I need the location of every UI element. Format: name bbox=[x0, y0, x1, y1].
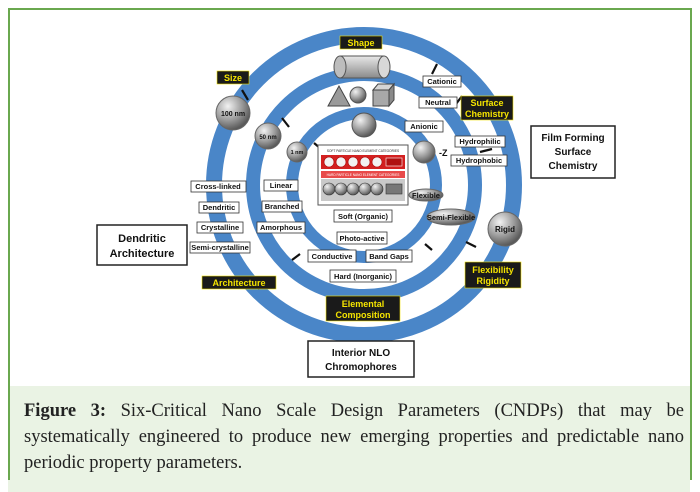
dendritic-architecture-box bbox=[96, 224, 188, 266]
film-forming-line2: Surface bbox=[555, 147, 592, 158]
film-forming-line1: Film Forming bbox=[541, 133, 604, 144]
surface-label: Hydrophobic bbox=[456, 156, 502, 165]
architecture-labels: Cross-linked Dendritic Crystalline Semi-… bbox=[189, 179, 306, 254]
size-label-50nm: 50 nm bbox=[259, 135, 276, 141]
surface-labels: Cationic Neutral Anionic Hydrophilic Hyd… bbox=[404, 75, 508, 167]
architecture-tag-label: Architecture bbox=[212, 278, 265, 288]
rigid-label: Rigid bbox=[495, 225, 515, 234]
architecture-label: Semi-crystalline bbox=[191, 243, 249, 252]
flexibility-tag-line2: Rigidity bbox=[477, 276, 510, 286]
pyramid-shape-icon bbox=[327, 84, 351, 107]
cylinder-shape-icon bbox=[333, 55, 391, 79]
inner-sphere-icon bbox=[351, 112, 377, 138]
figure-caption-text: Six-Critical Nano Scale Design Parameter… bbox=[24, 401, 684, 473]
z-label: -Z bbox=[439, 148, 448, 158]
film-forming-box bbox=[530, 125, 616, 179]
architecture-label: Crystalline bbox=[201, 223, 239, 232]
surface-chemistry-tag bbox=[460, 95, 514, 121]
caption-background bbox=[8, 386, 690, 492]
sphere-1nm-icon bbox=[286, 141, 308, 163]
architecture-label: Amorphous bbox=[260, 223, 302, 232]
surface-label: Cationic bbox=[427, 77, 457, 86]
rigid-sphere-icon bbox=[487, 211, 523, 247]
surface-chemistry-tag-line1: Surface bbox=[470, 98, 503, 108]
cube-shape-icon bbox=[371, 82, 396, 108]
flexibility-tag bbox=[464, 261, 522, 289]
elemental-composition-tag-line1: Elemental bbox=[342, 299, 385, 309]
elemental-composition-tag-line2: Composition bbox=[336, 310, 391, 320]
size-label-1nm: 1 nm bbox=[291, 150, 304, 156]
sphere-shape-icon bbox=[349, 86, 367, 104]
size-tag bbox=[216, 70, 250, 85]
film-forming-line3: Chemistry bbox=[549, 161, 598, 172]
architecture-label: Branched bbox=[265, 202, 300, 211]
architecture-tag bbox=[201, 275, 277, 290]
elemental-composition-tag bbox=[325, 295, 401, 322]
figure-label: Figure 3: bbox=[24, 401, 107, 421]
shape-tag bbox=[339, 35, 383, 50]
semi-flexible-label: Semi-Flexible bbox=[427, 213, 475, 222]
composition-label: Band Gaps bbox=[369, 252, 409, 261]
architecture-label: Dendritic bbox=[203, 203, 236, 212]
flexibility-tag-line1: Flexibility bbox=[472, 265, 514, 275]
charged-sphere-icon bbox=[412, 140, 436, 164]
architecture-label: Linear bbox=[270, 181, 293, 190]
nano-element-panel: SOFT PARTICLE NANO ELEMENT CATEGORIES HA… bbox=[317, 144, 409, 206]
dendritic-architecture-line2: Architecture bbox=[110, 248, 175, 260]
interior-nlo-line1: Interior NLO bbox=[332, 348, 391, 359]
soft-panel-title: SOFT PARTICLE NANO ELEMENT CATEGORIES bbox=[327, 149, 399, 153]
composition-labels: Soft (Organic) Photo-active Conductive B… bbox=[307, 209, 413, 283]
size-tag-label: Size bbox=[224, 73, 242, 83]
sphere-100nm-icon bbox=[215, 95, 251, 131]
size-label-100nm: 100 nm bbox=[221, 111, 245, 118]
surface-label: Anionic bbox=[410, 122, 438, 131]
interior-nlo-line2: Chromophores bbox=[325, 362, 397, 373]
interior-nlo-box bbox=[307, 340, 415, 378]
figure-caption: Figure 3: Six-Critical Nano Scale Design… bbox=[24, 398, 684, 476]
dendritic-architecture-line1: Dendritic bbox=[118, 233, 166, 245]
surface-label: Hydrophilic bbox=[459, 137, 500, 146]
composition-label: Hard (Inorganic) bbox=[334, 272, 392, 281]
composition-label: Conductive bbox=[312, 252, 353, 261]
figure-frame bbox=[8, 8, 692, 480]
sphere-50nm-icon bbox=[254, 122, 282, 150]
flexible-ellipse-icon bbox=[408, 188, 444, 202]
surface-label: Neutral bbox=[425, 98, 451, 107]
shape-tag-label: Shape bbox=[347, 38, 374, 48]
architecture-label: Cross-linked bbox=[195, 182, 241, 191]
surface-chemistry-tag-line2: Chemistry bbox=[465, 109, 509, 119]
hard-panel-title: HARD PARTICLE NANO ELEMENT CATEGORIES bbox=[327, 173, 400, 177]
semi-flexible-ellipse-icon bbox=[426, 208, 476, 226]
composition-label: Soft (Organic) bbox=[338, 212, 389, 221]
flexible-label: Flexible bbox=[412, 191, 440, 200]
composition-label: Photo-active bbox=[339, 234, 384, 243]
